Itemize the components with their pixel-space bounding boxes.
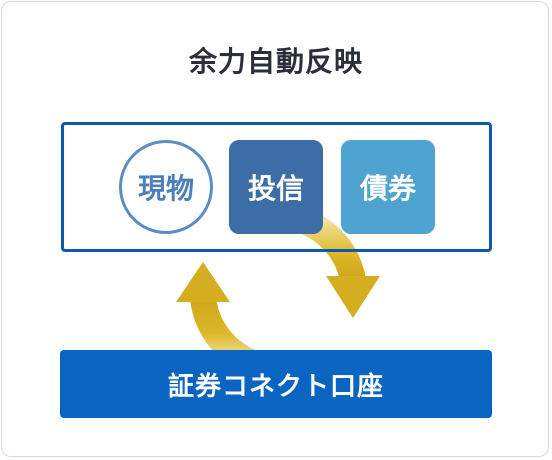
asset-group-frame [61,122,492,252]
asset-trust: 投信 [229,140,323,234]
asset-bond: 債券 [341,140,435,234]
cycle-arrowhead-right [326,276,380,318]
cycle-arrowhead-left [176,262,230,302]
connect-account-bar: 証券コネクト口座 [60,350,492,418]
asset-physical: 現物 [119,140,213,234]
diagram-title: 余力自動反映 [188,45,363,78]
